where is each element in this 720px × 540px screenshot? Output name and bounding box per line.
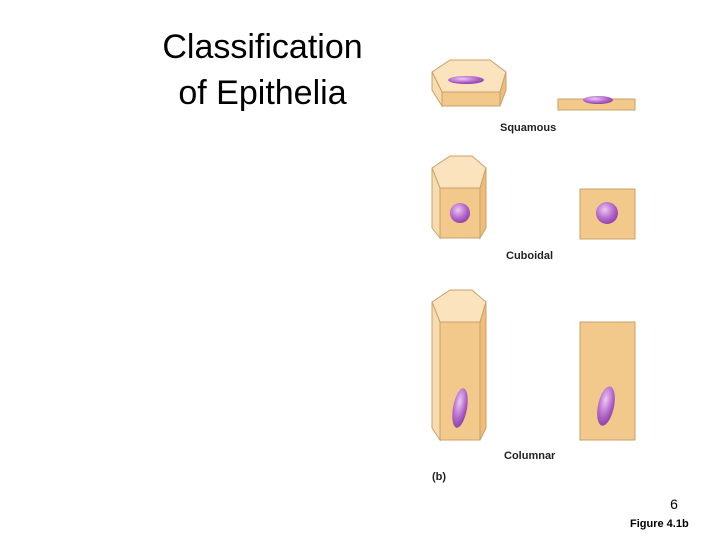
columnar-cell-section bbox=[579, 321, 636, 441]
cuboidal-cell-3d bbox=[431, 155, 487, 240]
columnar-nucleus bbox=[452, 388, 468, 428]
squamous-label: Squamous bbox=[500, 122, 557, 134]
panel-label: (b) bbox=[432, 471, 447, 483]
squamous-cell-section bbox=[557, 96, 636, 111]
squamous-section-nucleus bbox=[583, 96, 613, 104]
cuboidal-nucleus bbox=[450, 203, 470, 223]
slide-title-line-1: Classification bbox=[162, 28, 363, 66]
page-number: 6 bbox=[670, 496, 678, 512]
slide-title: Classification of Epithelia bbox=[130, 24, 395, 116]
epithelia-figure: Squamous Cuboidal Columnar (b) bbox=[420, 50, 720, 490]
cuboidal-label: Cuboidal bbox=[506, 250, 554, 262]
cuboidal-section-nucleus bbox=[596, 202, 618, 224]
squamous-nucleus bbox=[448, 76, 484, 84]
figure-reference: Figure 4.1b bbox=[630, 518, 689, 530]
epithelia-illustration bbox=[431, 59, 636, 442]
squamous-cell-3d bbox=[431, 59, 507, 108]
columnar-section-nucleus bbox=[597, 386, 615, 426]
slide-title-line-2: of Epithelia bbox=[178, 74, 347, 112]
cuboidal-cell-section bbox=[579, 188, 636, 240]
columnar-cell-3d bbox=[431, 289, 487, 442]
columnar-label: Columnar bbox=[504, 450, 556, 462]
